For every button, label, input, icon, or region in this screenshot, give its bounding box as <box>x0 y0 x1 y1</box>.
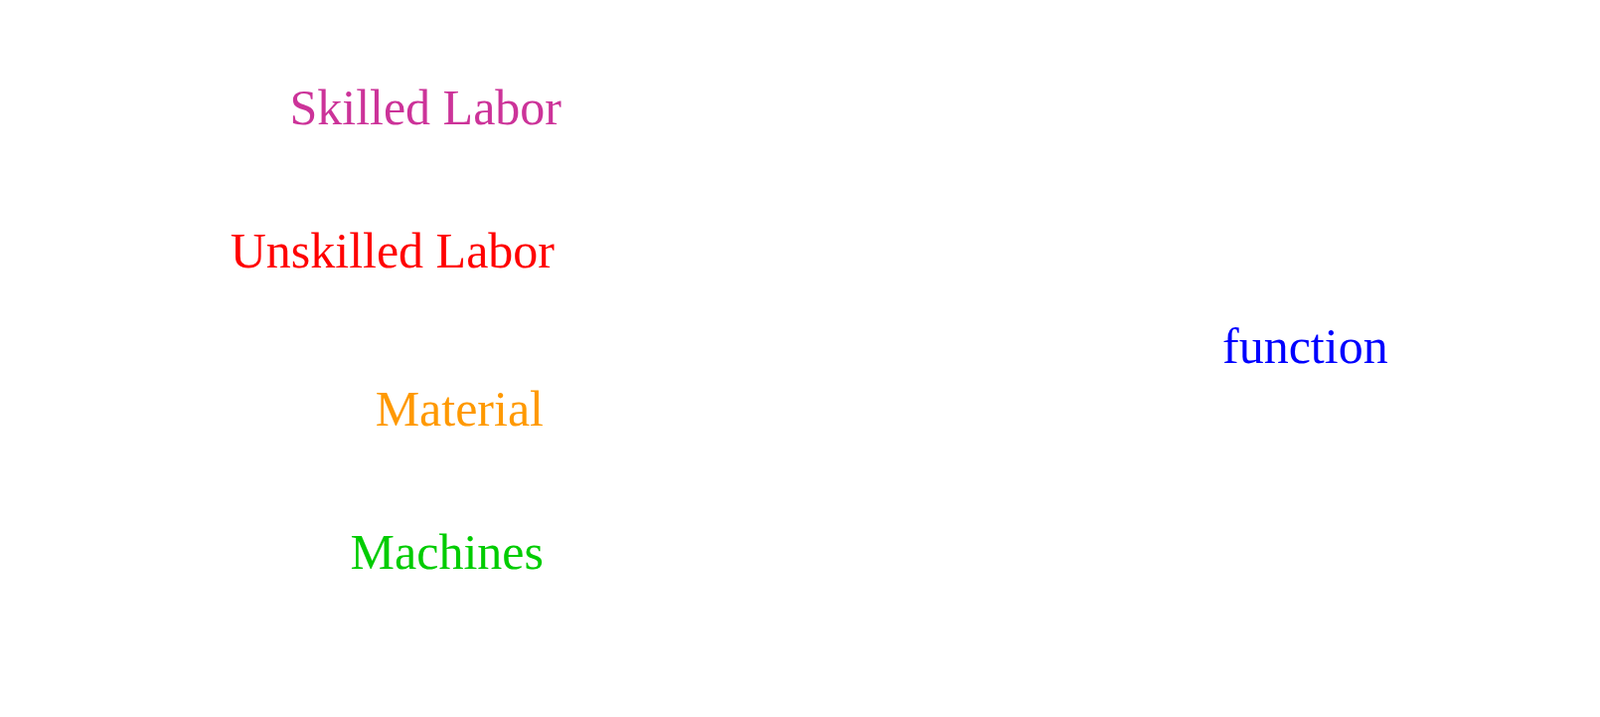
output-ellipse: function <box>1122 212 1600 577</box>
process-triangle <box>644 84 1131 712</box>
input-label: Unskilled Labor <box>230 225 555 276</box>
output-arrow <box>1209 366 1499 429</box>
ellipse-fill <box>1122 212 1600 577</box>
output-label: function <box>1222 320 1389 371</box>
input-label: Machines <box>350 526 544 577</box>
input-label: Material <box>375 383 544 434</box>
separator-bar <box>120 0 127 68</box>
inputs-ellipse: Skilled LaborUnskilled LaborMaterialMach… <box>9 5 678 714</box>
ellipse-fill <box>9 5 645 714</box>
input-label: Skilled Labor <box>289 82 562 133</box>
ellipse-outline <box>1122 212 1600 577</box>
thumbnail-image <box>0 0 108 53</box>
